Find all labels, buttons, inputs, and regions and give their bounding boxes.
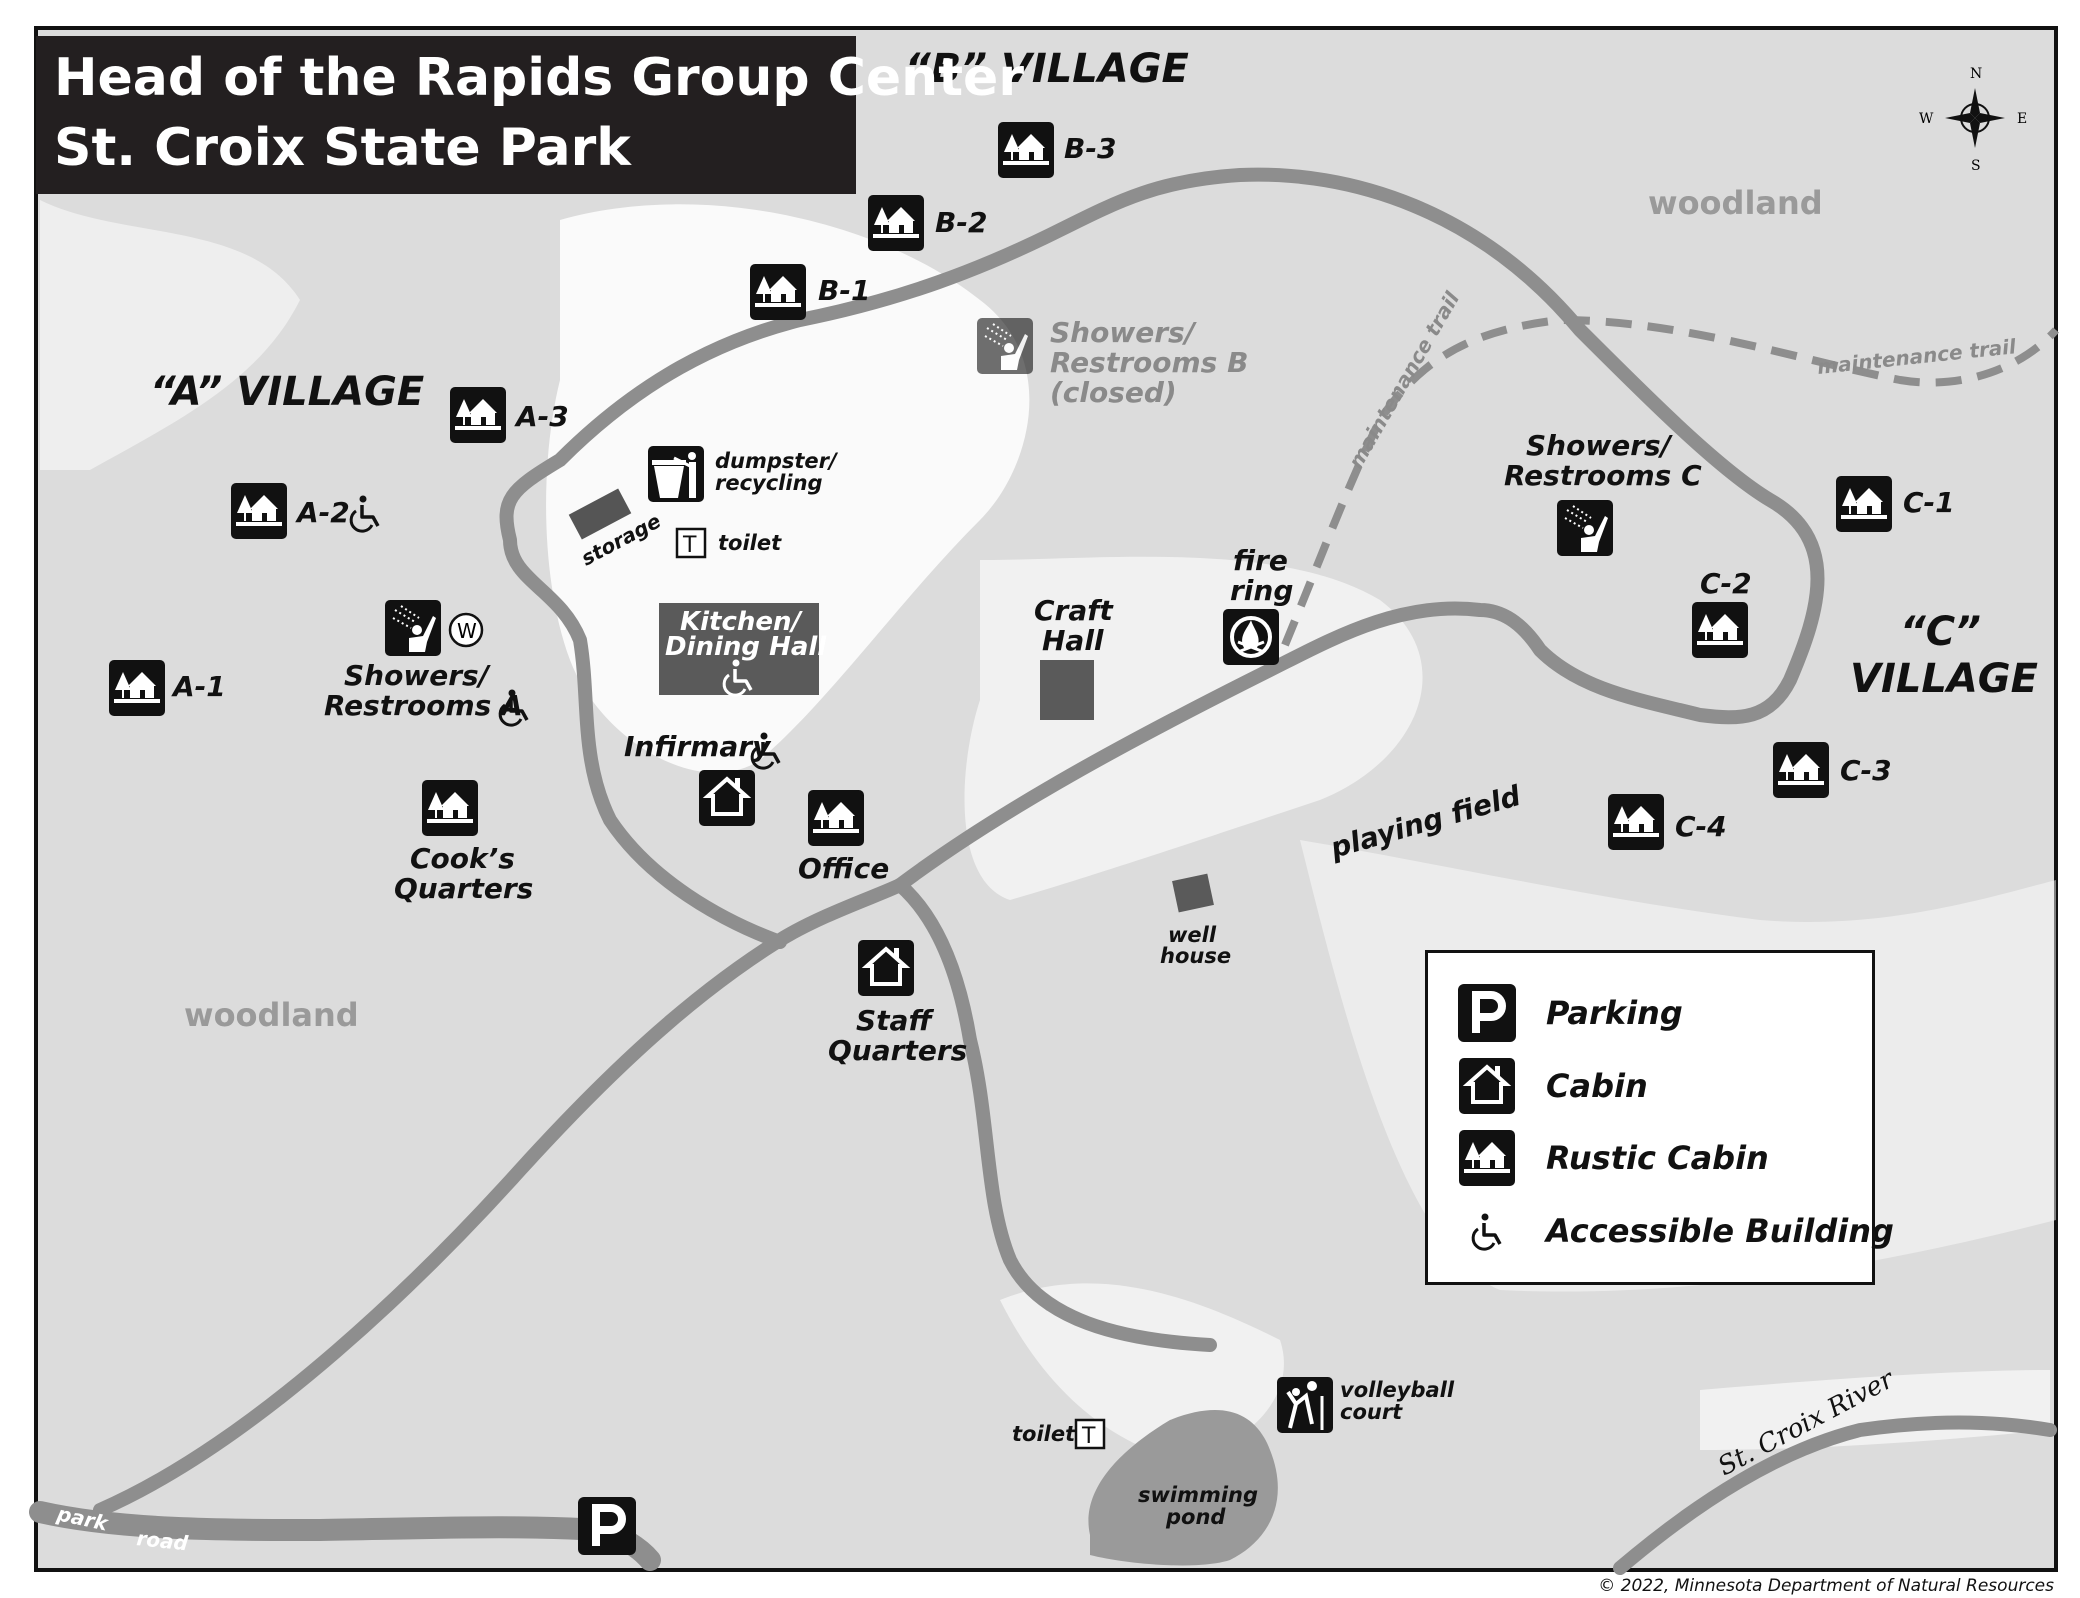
svg-text:A-3: A-3 (514, 400, 569, 433)
rustic-cabin-b1: B-1 (750, 264, 870, 320)
compass-rose: N S W E (1919, 66, 2027, 174)
rustic-cabin-c2: C-2 (1692, 567, 1752, 658)
rustic-cabin-cooks-quarters: Cook’s Quarters (394, 780, 533, 905)
svg-text:Infirmary: Infirmary (624, 730, 772, 763)
pond-label-2: pond (1165, 1505, 1226, 1529)
legend-row-accessible: Accessible Building (1458, 1201, 1894, 1261)
svg-text:dumpster/: dumpster/ (715, 449, 839, 473)
svg-text:T: T (1081, 1424, 1096, 1449)
cabin-icon (1458, 1057, 1516, 1115)
maintenance-trail-north (1281, 315, 2059, 647)
svg-text:C-1: C-1 (1903, 486, 1955, 519)
svg-text:house: house (1160, 944, 1231, 968)
svg-text:court: court (1340, 1400, 1403, 1424)
svg-text:recycling: recycling (715, 471, 823, 495)
svg-text:(closed): (closed) (1050, 376, 1177, 409)
svg-text:Staff: Staff (856, 1004, 934, 1037)
roads (29, 167, 2057, 1575)
legend-row-parking: Parking (1458, 983, 1683, 1043)
map-title-box: Head of the Rapids Group Center St. Croi… (36, 36, 1024, 194)
svg-text:T: T (682, 533, 697, 558)
svg-text:Quarters: Quarters (394, 872, 533, 905)
svg-text:Showers/: Showers/ (1050, 316, 1198, 349)
showers-restrooms-b: Showers/ Restrooms B (closed) (976, 316, 1248, 409)
svg-text:Restrooms B: Restrooms B (1050, 346, 1248, 379)
svg-text:volleyball: volleyball (1340, 1378, 1455, 1402)
cabin-staff-quarters: Staff Quarters (828, 938, 967, 1067)
svg-text:Dining Hall: Dining Hall (665, 632, 827, 662)
rustic-cabin-c1: C-1 (1836, 476, 1955, 532)
legend-row-rustic-cabin: Rustic Cabin (1458, 1128, 1769, 1188)
svg-text:A-1: A-1 (171, 670, 226, 703)
svg-text:Kitchen/: Kitchen/ (680, 607, 804, 637)
pond-label-1: swimming (1138, 1483, 1258, 1507)
toilet-north: T toilet (675, 527, 782, 559)
kitchen-dining-hall: Kitchen/ Dining Hall (659, 603, 827, 697)
svg-text:B-3: B-3 (1064, 132, 1116, 165)
svg-text:toilet: toilet (1012, 1422, 1076, 1446)
woodland-label-ne: woodland (1648, 184, 1823, 222)
svg-text:Restrooms A: Restrooms A (324, 689, 523, 722)
water-symbol: W (457, 619, 477, 643)
svg-text:Hall: Hall (1042, 624, 1104, 657)
a-village-label: “A” VILLAGE (150, 369, 424, 415)
rustic-cabin-icon (1458, 1129, 1516, 1187)
showers-restrooms-c: Showers/ Restrooms C (1504, 429, 1702, 557)
showers-restrooms-a: W Showers/ Restrooms A (324, 599, 529, 727)
craft-hall: Craft Hall (1034, 594, 1114, 720)
swimming-pond (1088, 1410, 1278, 1566)
parking-icon (1458, 984, 1516, 1042)
dumpster-recycling: dumpster/ recycling (648, 446, 839, 502)
copyright-notice: © 2022, Minnesota Department of Natural … (1598, 1576, 2054, 1596)
rustic-cabin-c3: C-3 (1773, 742, 1892, 798)
rustic-cabin-c4: C-4 (1608, 794, 1727, 850)
svg-text:toilet: toilet (718, 531, 782, 555)
rustic-cabin-a3: A-3 (450, 387, 569, 443)
svg-text:Showers/: Showers/ (1526, 429, 1674, 462)
rustic-cabin-a2: A-2 (231, 483, 380, 539)
legend-row-cabin: Cabin (1458, 1056, 1648, 1116)
compass-e: E (2017, 111, 2027, 127)
b-village-label: “B” VILLAGE (905, 46, 1189, 92)
compass-s: S (1971, 158, 1981, 174)
rustic-cabin-office: Office (798, 790, 889, 885)
accessible-icon (1458, 1202, 1516, 1260)
c-village-label-1: “C” (1900, 609, 1981, 655)
woodland-label-w: woodland (184, 996, 359, 1034)
parking-lot (578, 1497, 636, 1555)
svg-text:Restrooms C: Restrooms C (1504, 459, 1702, 492)
fire-ring: fire ring (1223, 544, 1293, 665)
well-house: well house (1160, 873, 1231, 968)
svg-text:Craft: Craft (1034, 594, 1114, 627)
rustic-cabin-b2: B-2 (868, 195, 987, 251)
svg-text:Showers/: Showers/ (344, 659, 492, 692)
map-subtitle: St. Croix State Park (54, 118, 631, 178)
volleyball-court: volleyball court (1277, 1377, 1455, 1433)
svg-text:C-2: C-2 (1700, 567, 1752, 600)
compass-n: N (1970, 66, 1982, 82)
park-road-label-2: road (135, 1526, 189, 1555)
svg-text:Cook’s: Cook’s (410, 842, 515, 875)
rustic-cabin-b3: B-3 (998, 122, 1116, 178)
cabin-infirmary: Infirmary (624, 730, 781, 828)
svg-text:ring: ring (1230, 574, 1293, 607)
compass-w: W (1919, 111, 1934, 127)
svg-text:A-2: A-2 (295, 496, 350, 529)
c-village-label-2: VILLAGE (1850, 656, 2038, 702)
svg-text:fire: fire (1233, 544, 1288, 577)
rustic-cabin-a1: A-1 (109, 660, 226, 716)
svg-text:C-4: C-4 (1675, 810, 1727, 843)
map-title: Head of the Rapids Group Center (54, 48, 1024, 108)
svg-text:B-2: B-2 (935, 206, 987, 239)
svg-text:well: well (1168, 923, 1217, 947)
svg-text:C-3: C-3 (1840, 754, 1892, 787)
svg-text:Office: Office (798, 852, 889, 885)
svg-text:B-1: B-1 (818, 274, 870, 307)
toilet-south: T toilet (1012, 1418, 1106, 1450)
map-legend: Parking Cabin Rustic Cabin Accessible Bu… (1425, 950, 1894, 1285)
svg-text:Quarters: Quarters (828, 1034, 967, 1067)
